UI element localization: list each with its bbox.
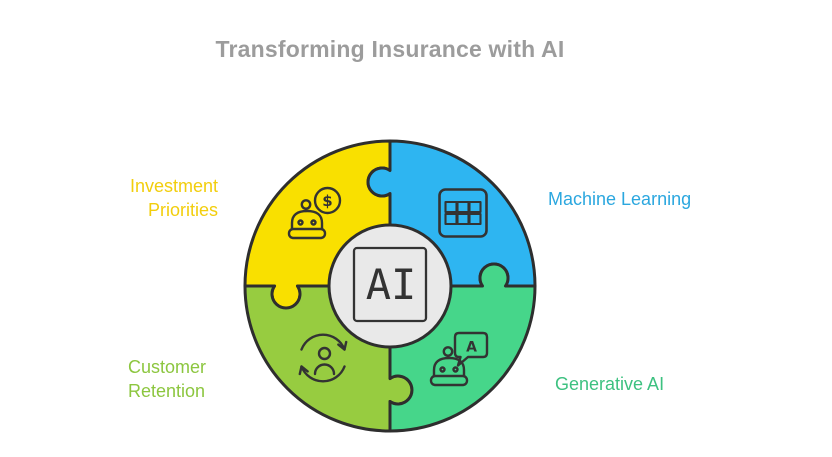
- ai-label: AI: [366, 260, 417, 309]
- label-line: Investment: [129, 176, 218, 196]
- center-hub: [327, 223, 453, 349]
- customer-cycle-icon: [298, 333, 348, 383]
- label-investment-priorities: Investment Priorities: [130, 174, 218, 222]
- label-line: Priorities: [147, 200, 218, 220]
- arrowhead: [337, 340, 348, 351]
- bubble-letter: A: [466, 340, 477, 356]
- label-line: Customer: [128, 357, 207, 377]
- dollar-sign: $: [322, 192, 332, 210]
- page-title: Transforming Insurance with AI: [215, 36, 565, 62]
- cycle-arrow-top: [300, 333, 346, 351]
- chatbot-icon: A: [429, 331, 489, 387]
- speech-bubble: [453, 331, 489, 367]
- person-head: [317, 346, 332, 361]
- cycle-arrow-bottom: [300, 365, 346, 383]
- label-generative-ai: Generative AI: [555, 374, 665, 394]
- ai-chip-frame: [352, 246, 428, 323]
- coin-icon: [313, 186, 342, 215]
- person-shoulders: [313, 363, 336, 376]
- arrowhead: [298, 365, 309, 376]
- label-line: Retention: [128, 381, 206, 401]
- label-machine-learning: Machine Learning: [548, 189, 692, 209]
- label-customer-retention: Customer Retention: [128, 355, 206, 403]
- robo-advisor-coin-icon: $: [287, 186, 342, 240]
- data-grid-icon: [438, 188, 488, 238]
